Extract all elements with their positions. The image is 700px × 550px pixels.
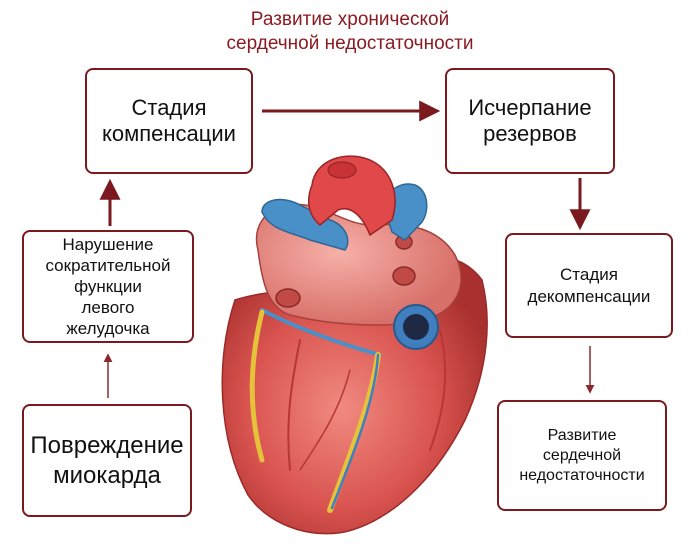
box-text-line: Нарушение [62,235,154,254]
diagram-title: Развитие хронической сердечной недостато… [0,8,700,56]
box-compensation-stage: Стадия компенсации [85,68,253,174]
box-heart-failure-development: Развитие сердечной недостаточности [497,400,667,511]
box-myocardial-damage: Повреждение миокарда [22,404,192,517]
box-text-line: недостаточности [519,466,645,484]
box-text-line: компенсации [102,121,236,146]
box-text-line: сердечной [542,446,622,464]
title-line-2: сердечной недостаточности [226,33,474,54]
box-text-line: Стадия [131,95,207,120]
box-reserve-exhaustion: Исчерпание резервов [445,68,615,174]
box-text-line: миокарда [53,461,161,489]
box-text-line: Повреждение [30,431,184,459]
box-text-line: декомпенсации [527,286,651,306]
box-text-line: Развитие [547,426,617,444]
box-text-line: резервов [483,121,577,146]
box-contractility-impairment: Нарушение сократительной функции левого … [22,230,194,343]
box-text-line: желудочка [66,319,150,338]
heart-illustration [221,155,488,535]
box-text-line: Исчерпание [468,95,592,120]
box-text-line: Стадия [560,264,618,284]
box-text-line: сократительной [45,256,171,275]
title-line-1: Развитие хронической [250,9,450,30]
box-text-line: функции [74,277,142,296]
box-decompensation-stage: Стадия декомпенсации [505,233,673,338]
box-text-line: левого [81,298,135,317]
